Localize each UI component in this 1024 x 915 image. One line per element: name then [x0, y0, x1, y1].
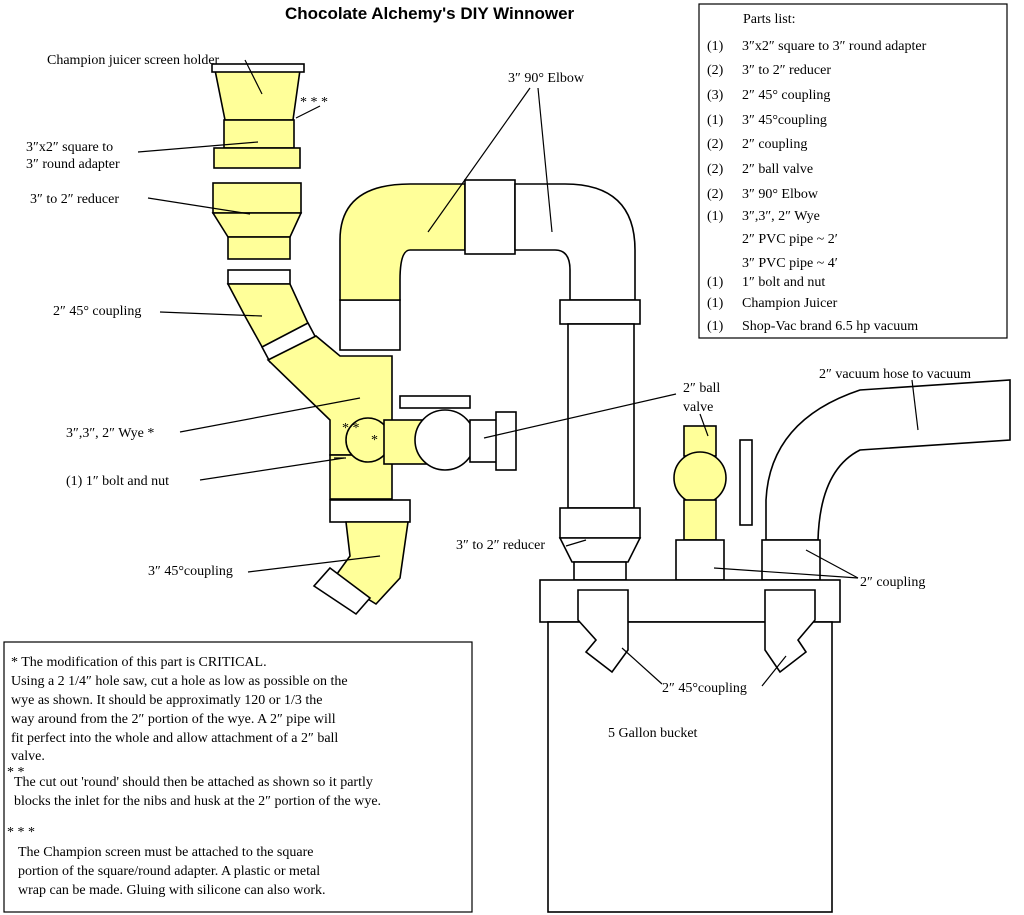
note1-line1: Using a 2 1/4″ hole saw, cut a hole as l…: [11, 674, 348, 689]
label-bucket: 5 Gallon bucket: [608, 726, 698, 741]
note1-line3: way around from the 2″ portion of the wy…: [11, 712, 336, 727]
parts-list-qty: (1): [707, 39, 724, 54]
note1-line5: valve.: [11, 749, 45, 764]
parts-list-item: Champion Juicer: [742, 296, 838, 311]
note2-mark: * *: [7, 765, 25, 780]
label-adapter-2: 3″ round adapter: [26, 157, 120, 172]
label-elbow: 3″ 90° Elbow: [508, 71, 585, 86]
note3-line1: The Champion screen must be attached to …: [18, 845, 313, 860]
left-elbow: [339, 183, 466, 301]
label-reducer-left: 3″ to 2″ reducer: [30, 192, 119, 207]
vacuum-hose: [761, 379, 1011, 581]
note2-line1: The cut out 'round' should then be attac…: [14, 775, 373, 790]
parts-list-item: 3″ PVC pipe ~ 4′: [742, 256, 838, 271]
left-2in-45-coupling: [226, 269, 318, 364]
label-coupling45-3in: 3″ 45°coupling: [148, 564, 233, 579]
leader-lines: [137, 59, 919, 687]
parts-list-item: 3″,3″, 2″ Wye: [742, 209, 820, 224]
parts-list-item: 2″ ball valve: [742, 162, 813, 177]
note3-line2: portion of the square/round adapter. A p…: [18, 864, 320, 879]
label-coupling45-bucket: 2″ 45°coupling: [662, 681, 747, 696]
upright-ball-valve: [673, 425, 753, 581]
wye-fitting: [266, 299, 401, 500]
notes-box: [3, 641, 473, 913]
parts-list-item: 2″ coupling: [742, 137, 807, 152]
label-reducer-right: 3″ to 2″ reducer: [456, 538, 545, 553]
parts-list-qty: (1): [707, 275, 724, 290]
screen-holder: [211, 63, 305, 121]
parts-list-qty: (2): [707, 187, 724, 202]
label-wye: 3″,3″, 2″ Wye *: [66, 426, 154, 441]
parts-list-box: [698, 3, 1008, 339]
parts-list-qty: (2): [707, 137, 724, 152]
label-vacuum-hose: 2″ vacuum hose to vacuum: [819, 367, 971, 382]
parts-list-items: (1) 3″x2″ square to 3″ round adapter (2) 3″…: [707, 39, 927, 334]
label-star1: *: [371, 433, 378, 448]
left-3in-45-coupling: [312, 521, 409, 616]
label-adapter-1: 3″x2″ square to: [26, 140, 113, 155]
bucket-inner-couplings: [577, 589, 816, 674]
note3-line3: wrap can be made. Gluing with silicone c…: [18, 883, 326, 898]
note2-line2: blocks the inlet for the nibs and husk a…: [14, 794, 381, 809]
note1-line4: fit perfect into the whole and allow att…: [11, 731, 338, 746]
left-reducer: [211, 182, 303, 260]
parts-list-item: 2″ PVC pipe ~ 2′: [742, 232, 838, 247]
parts-list-qty: (1): [707, 209, 724, 224]
parts-list-item: 3″ 90° Elbow: [742, 187, 819, 202]
note1-line2: wye as shown. It should be approximatly …: [11, 693, 322, 708]
left-lower-coupling: [329, 499, 411, 523]
elbow-coupling: [464, 179, 516, 255]
parts-list-item: 2″ 45° coupling: [742, 88, 830, 103]
diagram-title: Chocolate Alchemy's DIY Winnower: [285, 4, 575, 23]
note3-mark: * * *: [7, 825, 35, 840]
parts-list-heading: Parts list:: [743, 12, 796, 27]
label-coupling-2in: 2″ coupling: [860, 575, 925, 590]
parts-list-qty: (1): [707, 296, 724, 311]
label-stars3: * * *: [300, 95, 328, 110]
side-ball-valve: [383, 395, 517, 471]
parts-list-qty: (2): [707, 162, 724, 177]
parts-list-item: 3″x2″ square to 3″ round adapter: [742, 39, 927, 54]
parts-list-qty: (1): [707, 113, 724, 128]
parts-list-item: 3″ to 2″ reducer: [742, 63, 831, 78]
note1-heading: * The modification of this part is CRITI…: [11, 655, 267, 670]
parts-list-item: Shop-Vac brand 6.5 hp vacuum: [742, 319, 918, 334]
label-star2: * *: [342, 421, 360, 436]
label-bolt: (1) 1″ bolt and nut: [66, 474, 169, 489]
label-coupling45-2in: 2″ 45° coupling: [53, 304, 141, 319]
right-riser: [558, 299, 642, 581]
label-ball-valve-1: 2″ ball: [683, 381, 720, 396]
parts-list-item: 3″ 45°coupling: [742, 113, 827, 128]
bucket: [539, 579, 841, 913]
label-ball-valve-2: valve: [683, 400, 713, 415]
parts-list-item: 1″ bolt and nut: [742, 275, 825, 290]
parts-list-qty: (1): [707, 319, 724, 334]
label-screen-holder: Champion juicer screen holder: [47, 53, 220, 68]
parts-list-qty: (2): [707, 63, 724, 78]
parts-list-qty: (3): [707, 88, 724, 103]
right-elbow: [514, 183, 636, 301]
